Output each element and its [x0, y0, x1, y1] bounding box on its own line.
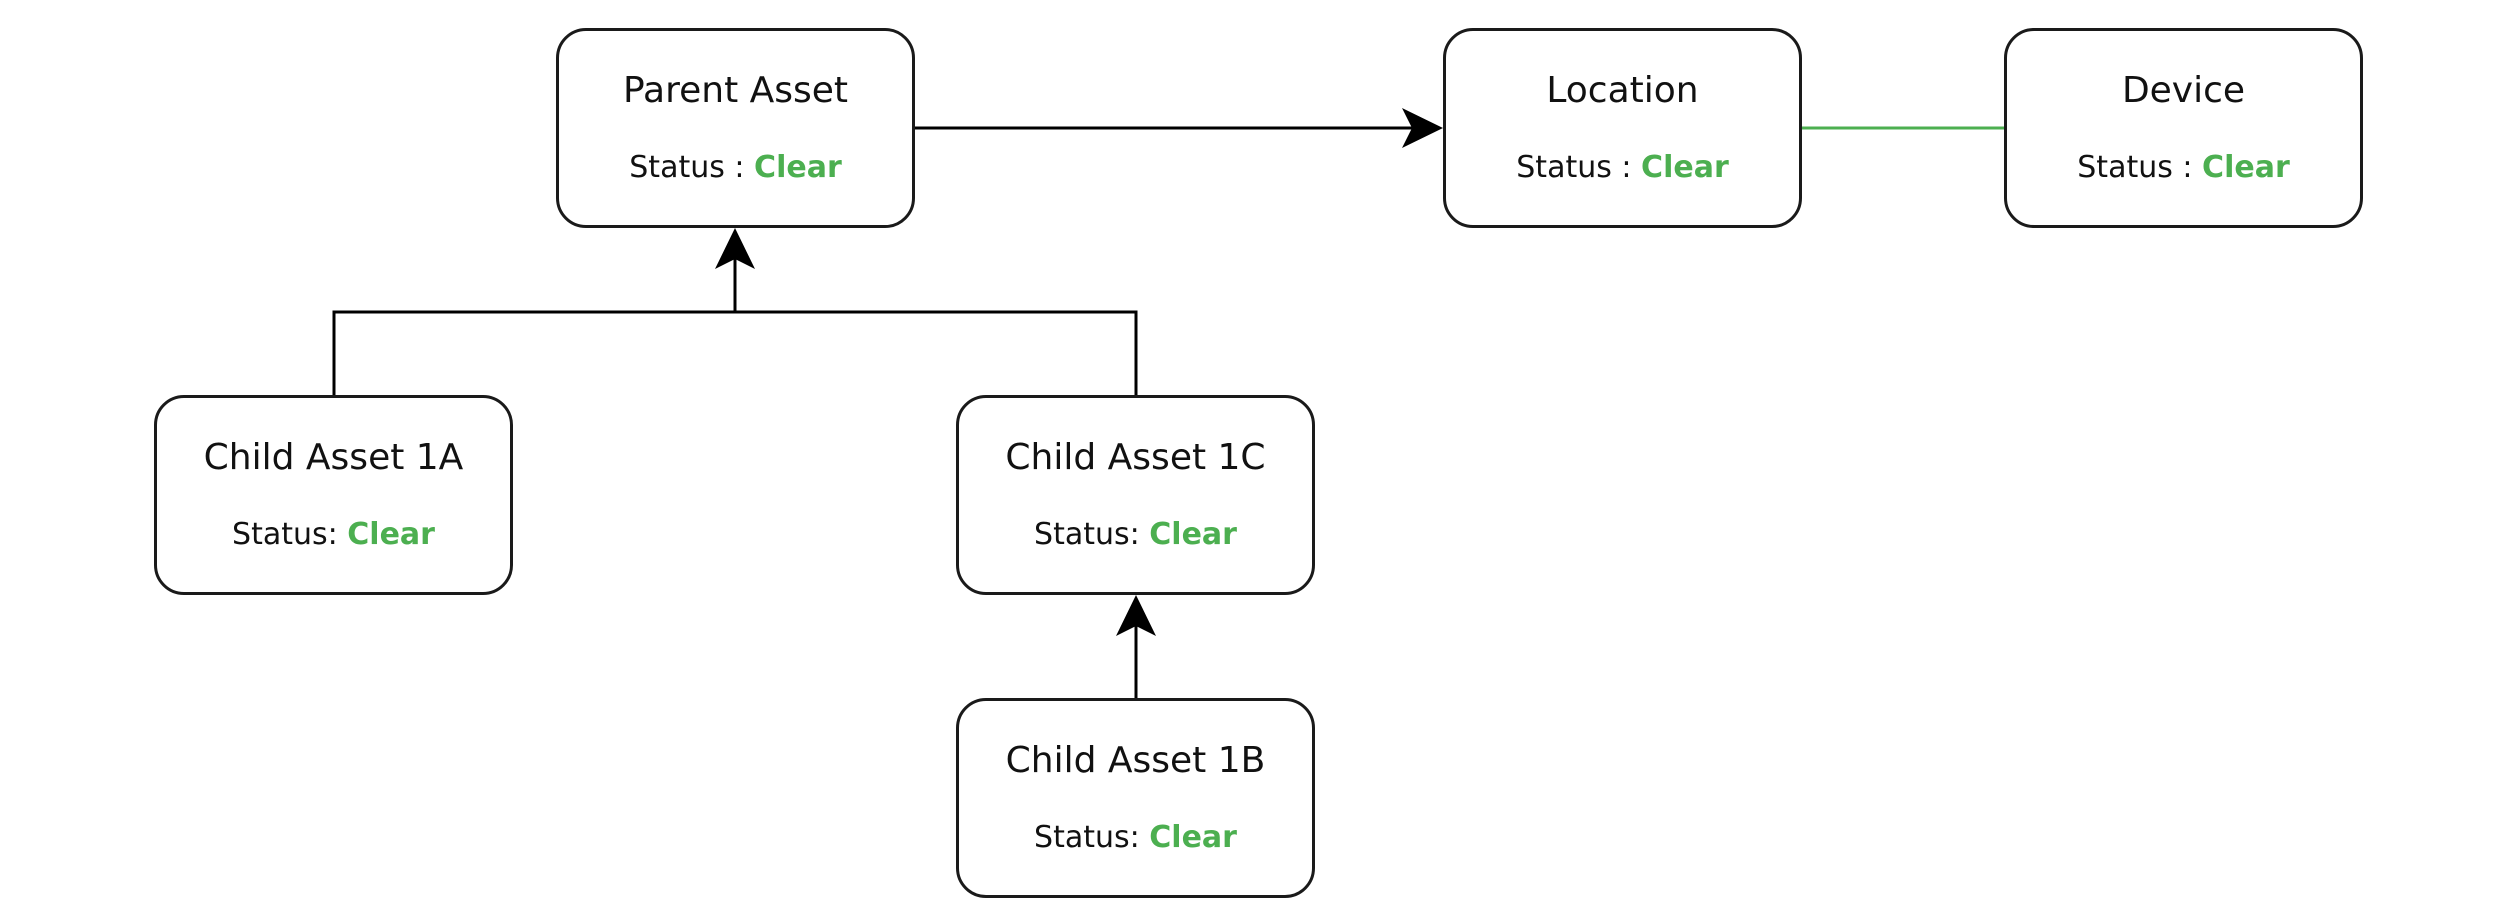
arrowhead-location-left: [1402, 108, 1443, 148]
status-value: Clear: [2202, 150, 2290, 185]
node-child-asset-1a[interactable]: Child Asset 1A Status: Clear: [154, 395, 513, 595]
link-child-1b-to-child-1c: [1116, 595, 1156, 698]
node-child-asset-1a-title: Child Asset 1A: [203, 437, 464, 478]
status-label: Status :: [2077, 150, 2203, 185]
status-value: Clear: [754, 150, 842, 185]
arrowhead-child-1c-bottom: [1116, 595, 1156, 636]
status-label: Status :: [1516, 150, 1642, 185]
status-label: Status:: [232, 517, 348, 552]
status-label: Status :: [629, 150, 755, 185]
link-children-to-parent: [332, 228, 1138, 395]
node-location-status: Status : Clear: [1446, 149, 1799, 187]
node-device-status: Status : Clear: [2007, 149, 2360, 187]
node-parent-asset-title: Parent Asset: [622, 70, 849, 111]
link-child-1c-branch: [735, 310, 1138, 395]
status-label: Status:: [1034, 820, 1150, 855]
node-device-title: Device: [2121, 70, 2246, 111]
node-child-asset-1b[interactable]: Child Asset 1B Status: Clear: [956, 698, 1315, 898]
node-child-asset-1c-title: Child Asset 1C: [1005, 437, 1266, 478]
status-value: Clear: [1149, 820, 1237, 855]
status-label: Status:: [1034, 517, 1150, 552]
node-child-asset-1b-status: Status: Clear: [959, 819, 1312, 857]
node-child-asset-1a-status: Status: Clear: [157, 516, 510, 554]
node-child-asset-1c[interactable]: Child Asset 1C Status: Clear: [956, 395, 1315, 595]
link-parent-to-location: [915, 108, 1443, 148]
arrowhead-parent-bottom: [715, 228, 755, 269]
node-parent-asset-status: Status : Clear: [559, 149, 912, 187]
node-location-title: Location: [1546, 70, 1699, 111]
link-child-1a-branch: [332, 310, 735, 395]
node-child-asset-1b-title: Child Asset 1B: [1005, 740, 1266, 781]
node-device[interactable]: Device Status : Clear: [2004, 28, 2363, 228]
status-value: Clear: [1149, 517, 1237, 552]
node-child-asset-1c-status: Status: Clear: [959, 516, 1312, 554]
status-value: Clear: [1641, 150, 1729, 185]
status-value: Clear: [347, 517, 435, 552]
node-location[interactable]: Location Status : Clear: [1443, 28, 1802, 228]
node-parent-asset[interactable]: Parent Asset Status : Clear: [556, 28, 915, 228]
